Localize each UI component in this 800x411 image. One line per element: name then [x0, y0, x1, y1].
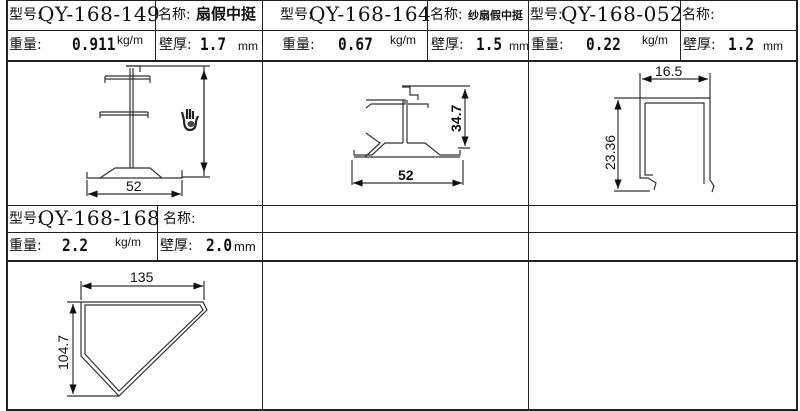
weight-unit: kg/m [390, 33, 417, 47]
model-number: QY-168-052 [561, 2, 684, 26]
weight-label: 重量: [282, 37, 315, 53]
weight-unit: kg/m [115, 235, 142, 249]
wall-label: 壁厚: [160, 238, 193, 254]
wall-value: 1.5 [476, 35, 503, 55]
dimension-width: 16.5 [655, 63, 682, 79]
weight-label: 重量: [9, 238, 42, 254]
row-divider [6, 30, 798, 31]
cell-divider [427, 0, 428, 60]
weight-value: 0.67 [338, 35, 373, 55]
row-divider [6, 205, 798, 206]
weight-label: 重量: [531, 37, 564, 53]
wall-unit: mm [509, 39, 529, 53]
row-divider [6, 60, 798, 62]
wall-label: 壁厚: [683, 37, 716, 53]
border-bottom [6, 409, 798, 411]
name-label: 名称: [158, 7, 191, 23]
weight-value: 0.22 [586, 35, 621, 55]
profile-drawing-149 [86, 65, 210, 198]
model-label: 型号: [9, 7, 42, 23]
row-divider [6, 0, 798, 1]
model-label: 型号: [530, 7, 563, 23]
wall-value: 1.2 [728, 35, 755, 55]
dimension-height: 104.7 [55, 335, 71, 370]
profile-drawing-052 [614, 73, 715, 193]
dimension-height: 34.7 [448, 105, 464, 132]
weight-label: 重量: [9, 37, 42, 53]
wall-value: 1.7 [200, 35, 227, 55]
hand-cursor-icon [180, 109, 200, 132]
model-label: 型号: [9, 211, 42, 227]
model-label: 型号: [280, 7, 313, 23]
weight-value: 2.2 [62, 236, 89, 256]
wall-label: 壁厚: [431, 37, 464, 53]
cell-divider [680, 0, 681, 60]
wall-unit: mm [238, 39, 258, 53]
name-label: 名称: [430, 7, 463, 23]
weight-value: 0.911 [72, 35, 116, 55]
dimension-width: 135 [130, 269, 154, 285]
name-label: 名称: [682, 7, 715, 23]
profile-drawing-164 [351, 85, 470, 187]
profile-name: 扇假中挺 [196, 5, 257, 23]
model-number: QY-168-168 [38, 206, 161, 230]
row-divider [6, 232, 798, 233]
profile-name: 纱扇假中挺 [468, 9, 523, 22]
name-label: 名称: [163, 211, 196, 227]
model-number: QY-168-149 [38, 2, 161, 26]
dimension-width: 52 [398, 167, 414, 183]
cell-divider [155, 0, 156, 60]
dimension-height: 23.36 [602, 135, 618, 170]
dimension-width: 52 [126, 178, 142, 194]
weight-unit: kg/m [117, 33, 144, 47]
profile-drawing-168 [67, 281, 208, 397]
model-number: QY-168-164 [309, 2, 432, 26]
wall-unit: mm [763, 39, 783, 53]
wall-value: 2.0 [206, 236, 233, 256]
row-divider [6, 260, 798, 262]
wall-label: 壁厚: [159, 37, 192, 53]
wall-unit: mm [234, 239, 256, 254]
weight-unit: kg/m [642, 33, 669, 47]
cell-divider [157, 205, 158, 260]
